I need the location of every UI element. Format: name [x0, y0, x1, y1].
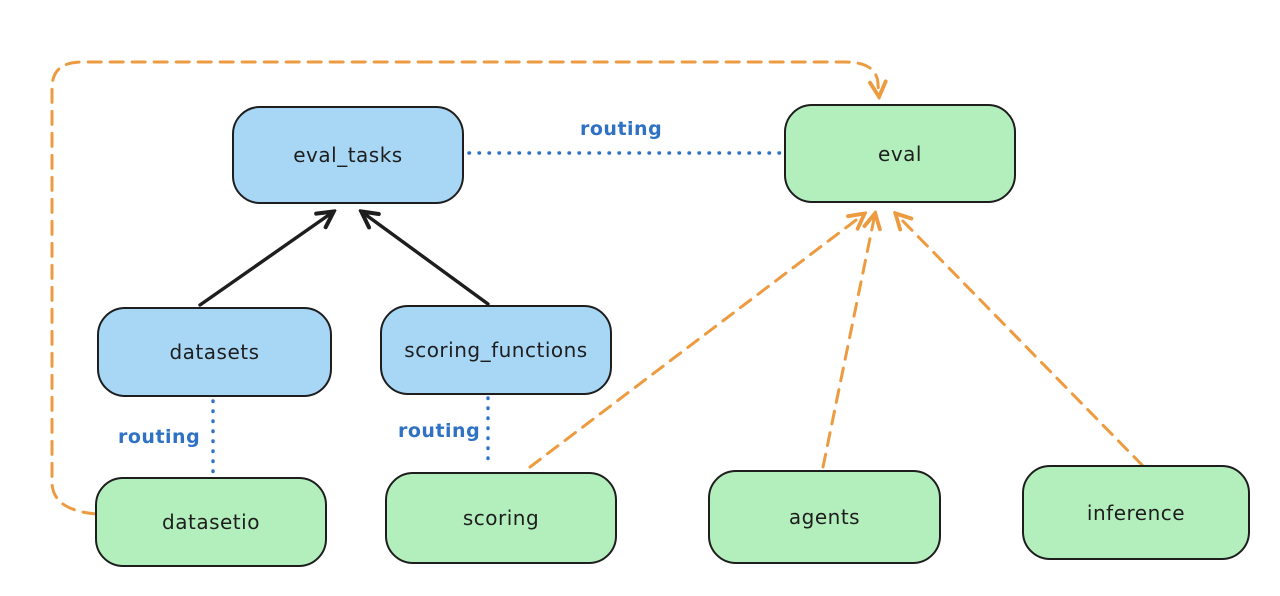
edge-inference-to-eval	[896, 214, 1145, 468]
node-datasets-label: datasets	[169, 340, 260, 364]
edge-datasetio-to-eval	[50, 60, 879, 516]
node-inference-label: inference	[1086, 500, 1186, 525]
edge-agents-to-eval	[821, 214, 875, 469]
node-scoring-functions-label: scoring_functions	[404, 338, 588, 362]
routing-label-datasets-datasetio: routing	[118, 426, 201, 448]
node-eval-label: eval	[878, 141, 922, 166]
node-scoring-label: scoring	[462, 506, 540, 530]
node-eval-tasks: eval_tasks	[232, 106, 464, 204]
node-agents: agents	[708, 470, 941, 564]
node-eval: eval	[784, 104, 1016, 203]
edge-datasets-to-eval-tasks	[198, 212, 333, 307]
edge-scoring-to-eval	[528, 214, 864, 469]
edge-scoring-functions-to-eval-tasks	[362, 212, 490, 306]
routing-label-scoring-functions-scoring: routing	[398, 420, 481, 442]
node-eval-tasks-label: eval_tasks	[293, 143, 403, 167]
routing-label-eval-tasks-eval: routing	[580, 118, 663, 140]
node-datasetio-label: datasetio	[162, 510, 260, 534]
node-datasetio: datasetio	[95, 477, 327, 567]
node-scoring: scoring	[385, 472, 617, 564]
node-inference: inference	[1022, 465, 1250, 560]
node-agents-label: agents	[788, 505, 861, 529]
node-scoring-functions: scoring_functions	[380, 305, 612, 395]
node-datasets: datasets	[97, 307, 332, 397]
